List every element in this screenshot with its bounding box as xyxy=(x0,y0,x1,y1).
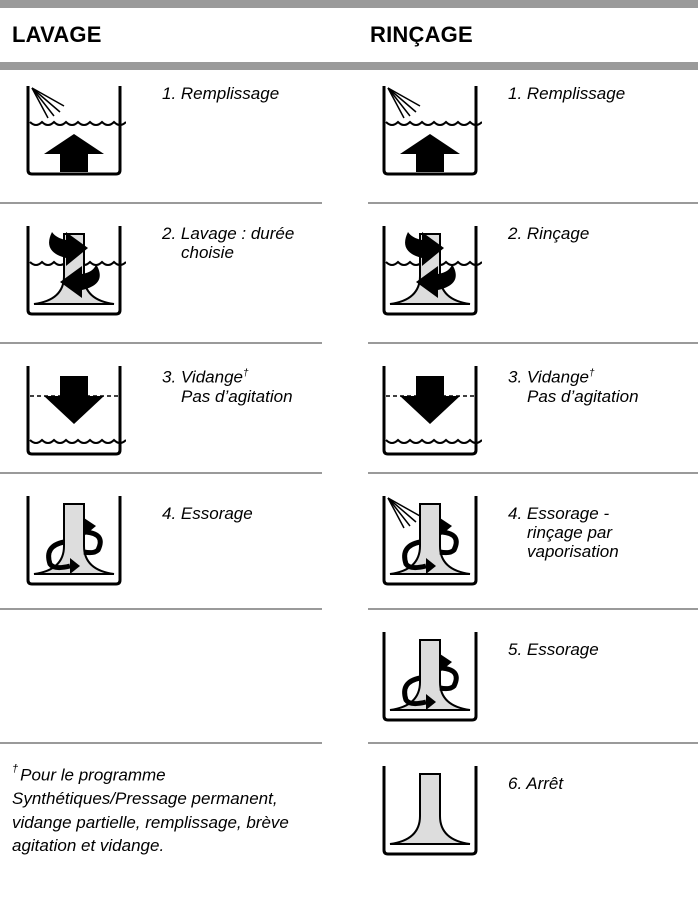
separator xyxy=(368,342,698,344)
separator xyxy=(368,608,698,610)
separator xyxy=(0,202,322,204)
drain-tub-icon xyxy=(22,362,126,462)
fill-tub-icon xyxy=(378,82,482,182)
top-rule xyxy=(0,0,698,8)
header-rincage: RINÇAGE xyxy=(370,22,473,47)
lavage-step-1: 1. Remplissage xyxy=(162,84,280,103)
spin-tub-icon xyxy=(22,492,126,592)
spray-spin-tub-icon xyxy=(378,492,482,592)
agitate-tub-icon xyxy=(378,222,482,322)
drain-tub-icon xyxy=(378,362,482,462)
header-rule xyxy=(0,62,698,70)
rincage-step-6: 6. Arrêt xyxy=(508,774,564,793)
fill-tub-icon xyxy=(22,82,126,182)
header-lavage: LAVAGE xyxy=(12,22,102,47)
separator xyxy=(368,472,698,474)
separator xyxy=(0,472,322,474)
agitate-tub-icon xyxy=(22,222,126,322)
separator xyxy=(0,608,322,610)
rincage-step-3: 3. Vidange†Pas d’agitation xyxy=(508,367,639,406)
lavage-step-4: 4. Essorage xyxy=(162,504,253,523)
stop-tub-icon xyxy=(378,762,482,862)
separator xyxy=(368,202,698,204)
rincage-step-1: 1. Remplissage xyxy=(508,84,626,103)
separator xyxy=(0,342,322,344)
rincage-step-2: 2. Rinçage xyxy=(508,224,590,243)
lavage-step-3: 3. Vidange†Pas d’agitation xyxy=(162,367,293,406)
separator xyxy=(368,742,698,744)
footnote: †Pour le programme Synthétiques/Pressage… xyxy=(12,763,289,856)
separator xyxy=(0,742,322,744)
spin-tub-icon xyxy=(378,628,482,728)
rincage-step-5: 5. Essorage xyxy=(508,640,599,659)
